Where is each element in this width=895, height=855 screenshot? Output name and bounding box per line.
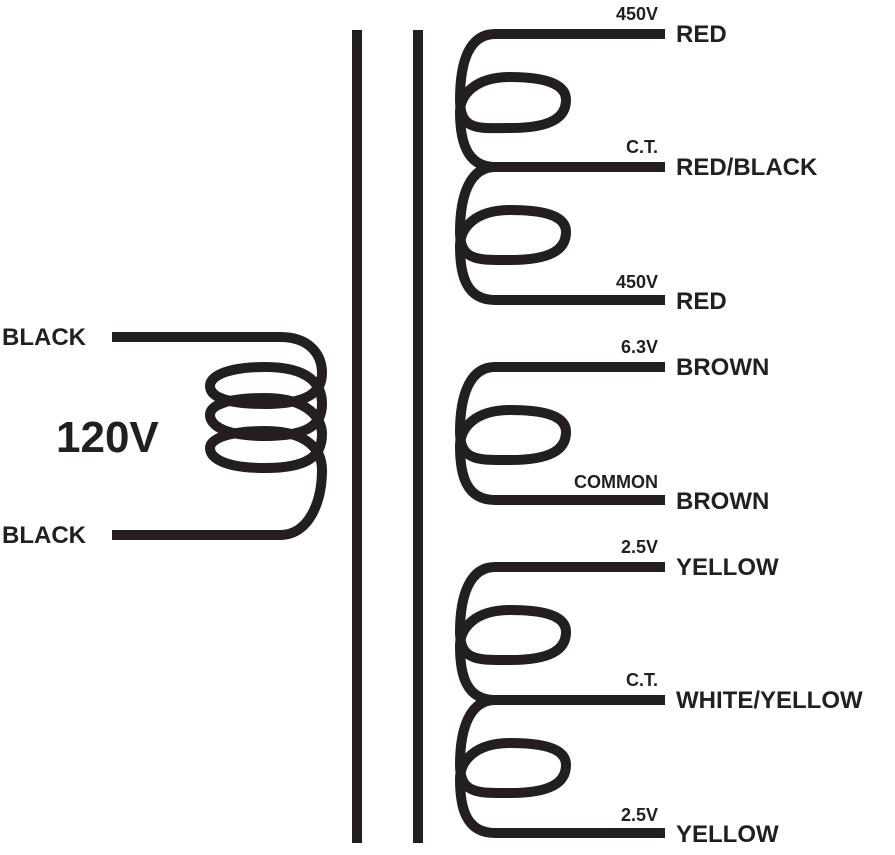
heater-25-coil-upper — [455, 562, 665, 705]
hv-bottom-tap-label: 450V — [616, 272, 658, 292]
heater-63-coil — [455, 362, 665, 505]
hv-coil-upper — [455, 29, 665, 172]
hv-coil-lower — [455, 162, 665, 305]
hv-top-tap-label: 450V — [616, 4, 658, 24]
secondary-heater-6-3v — [455, 362, 665, 505]
heater-63-top-color-label: BROWN — [676, 354, 769, 381]
heater-25-top-color-label: YELLOW — [676, 554, 779, 581]
secondary-heater-2-5v — [455, 562, 665, 838]
heater-25-bottom-tap-label: 2.5V — [621, 805, 658, 825]
heater-25-coil-lower — [455, 695, 665, 838]
primary-coil — [112, 332, 327, 540]
primary-bottom-lead-label: BLACK — [2, 522, 87, 549]
heater-25-center-color-label: WHITE/YELLOW — [676, 687, 863, 714]
heater-63-bottom-tap-label: COMMON — [574, 472, 658, 492]
hv-center-color-label: RED/BLACK — [676, 154, 818, 181]
heater-25-bottom-color-label: YELLOW — [676, 821, 779, 848]
heater-25-center-tap-label: C.T. — [626, 670, 658, 690]
heater-25-top-tap-label: 2.5V — [621, 537, 658, 557]
primary-winding — [112, 332, 327, 540]
hv-center-tap-label: C.T. — [626, 137, 658, 157]
hv-top-color-label: RED — [676, 21, 727, 48]
secondary-high-voltage — [455, 29, 665, 305]
heater-63-top-tap-label: 6.3V — [621, 337, 658, 357]
heater-63-bottom-color-label: BROWN — [676, 488, 769, 515]
primary-top-lead-label: BLACK — [2, 324, 87, 351]
primary-voltage-label: 120V — [56, 413, 159, 462]
hv-bottom-color-label: RED — [676, 288, 727, 315]
